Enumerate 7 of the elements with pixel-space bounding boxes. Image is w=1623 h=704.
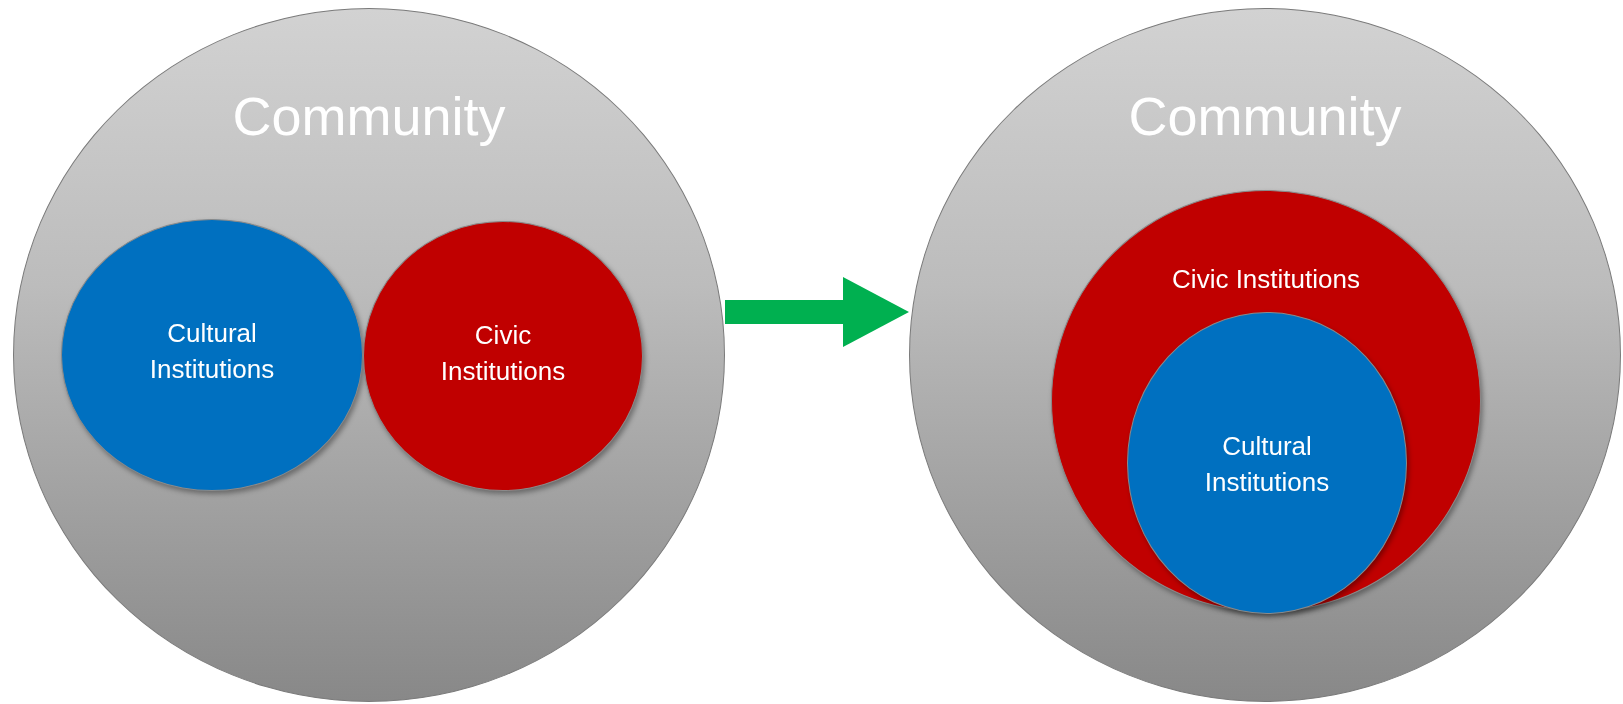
circle-label: Cultural Institutions (1203, 430, 1331, 500)
circle-label: Civic Institutions (439, 319, 567, 389)
circle-label: Community (231, 85, 507, 148)
circle-label: Civic Institutions (1171, 263, 1361, 296)
circle-label: Cultural Institutions (148, 317, 276, 387)
circle-label: Community (1127, 85, 1403, 148)
arrow (725, 277, 909, 347)
